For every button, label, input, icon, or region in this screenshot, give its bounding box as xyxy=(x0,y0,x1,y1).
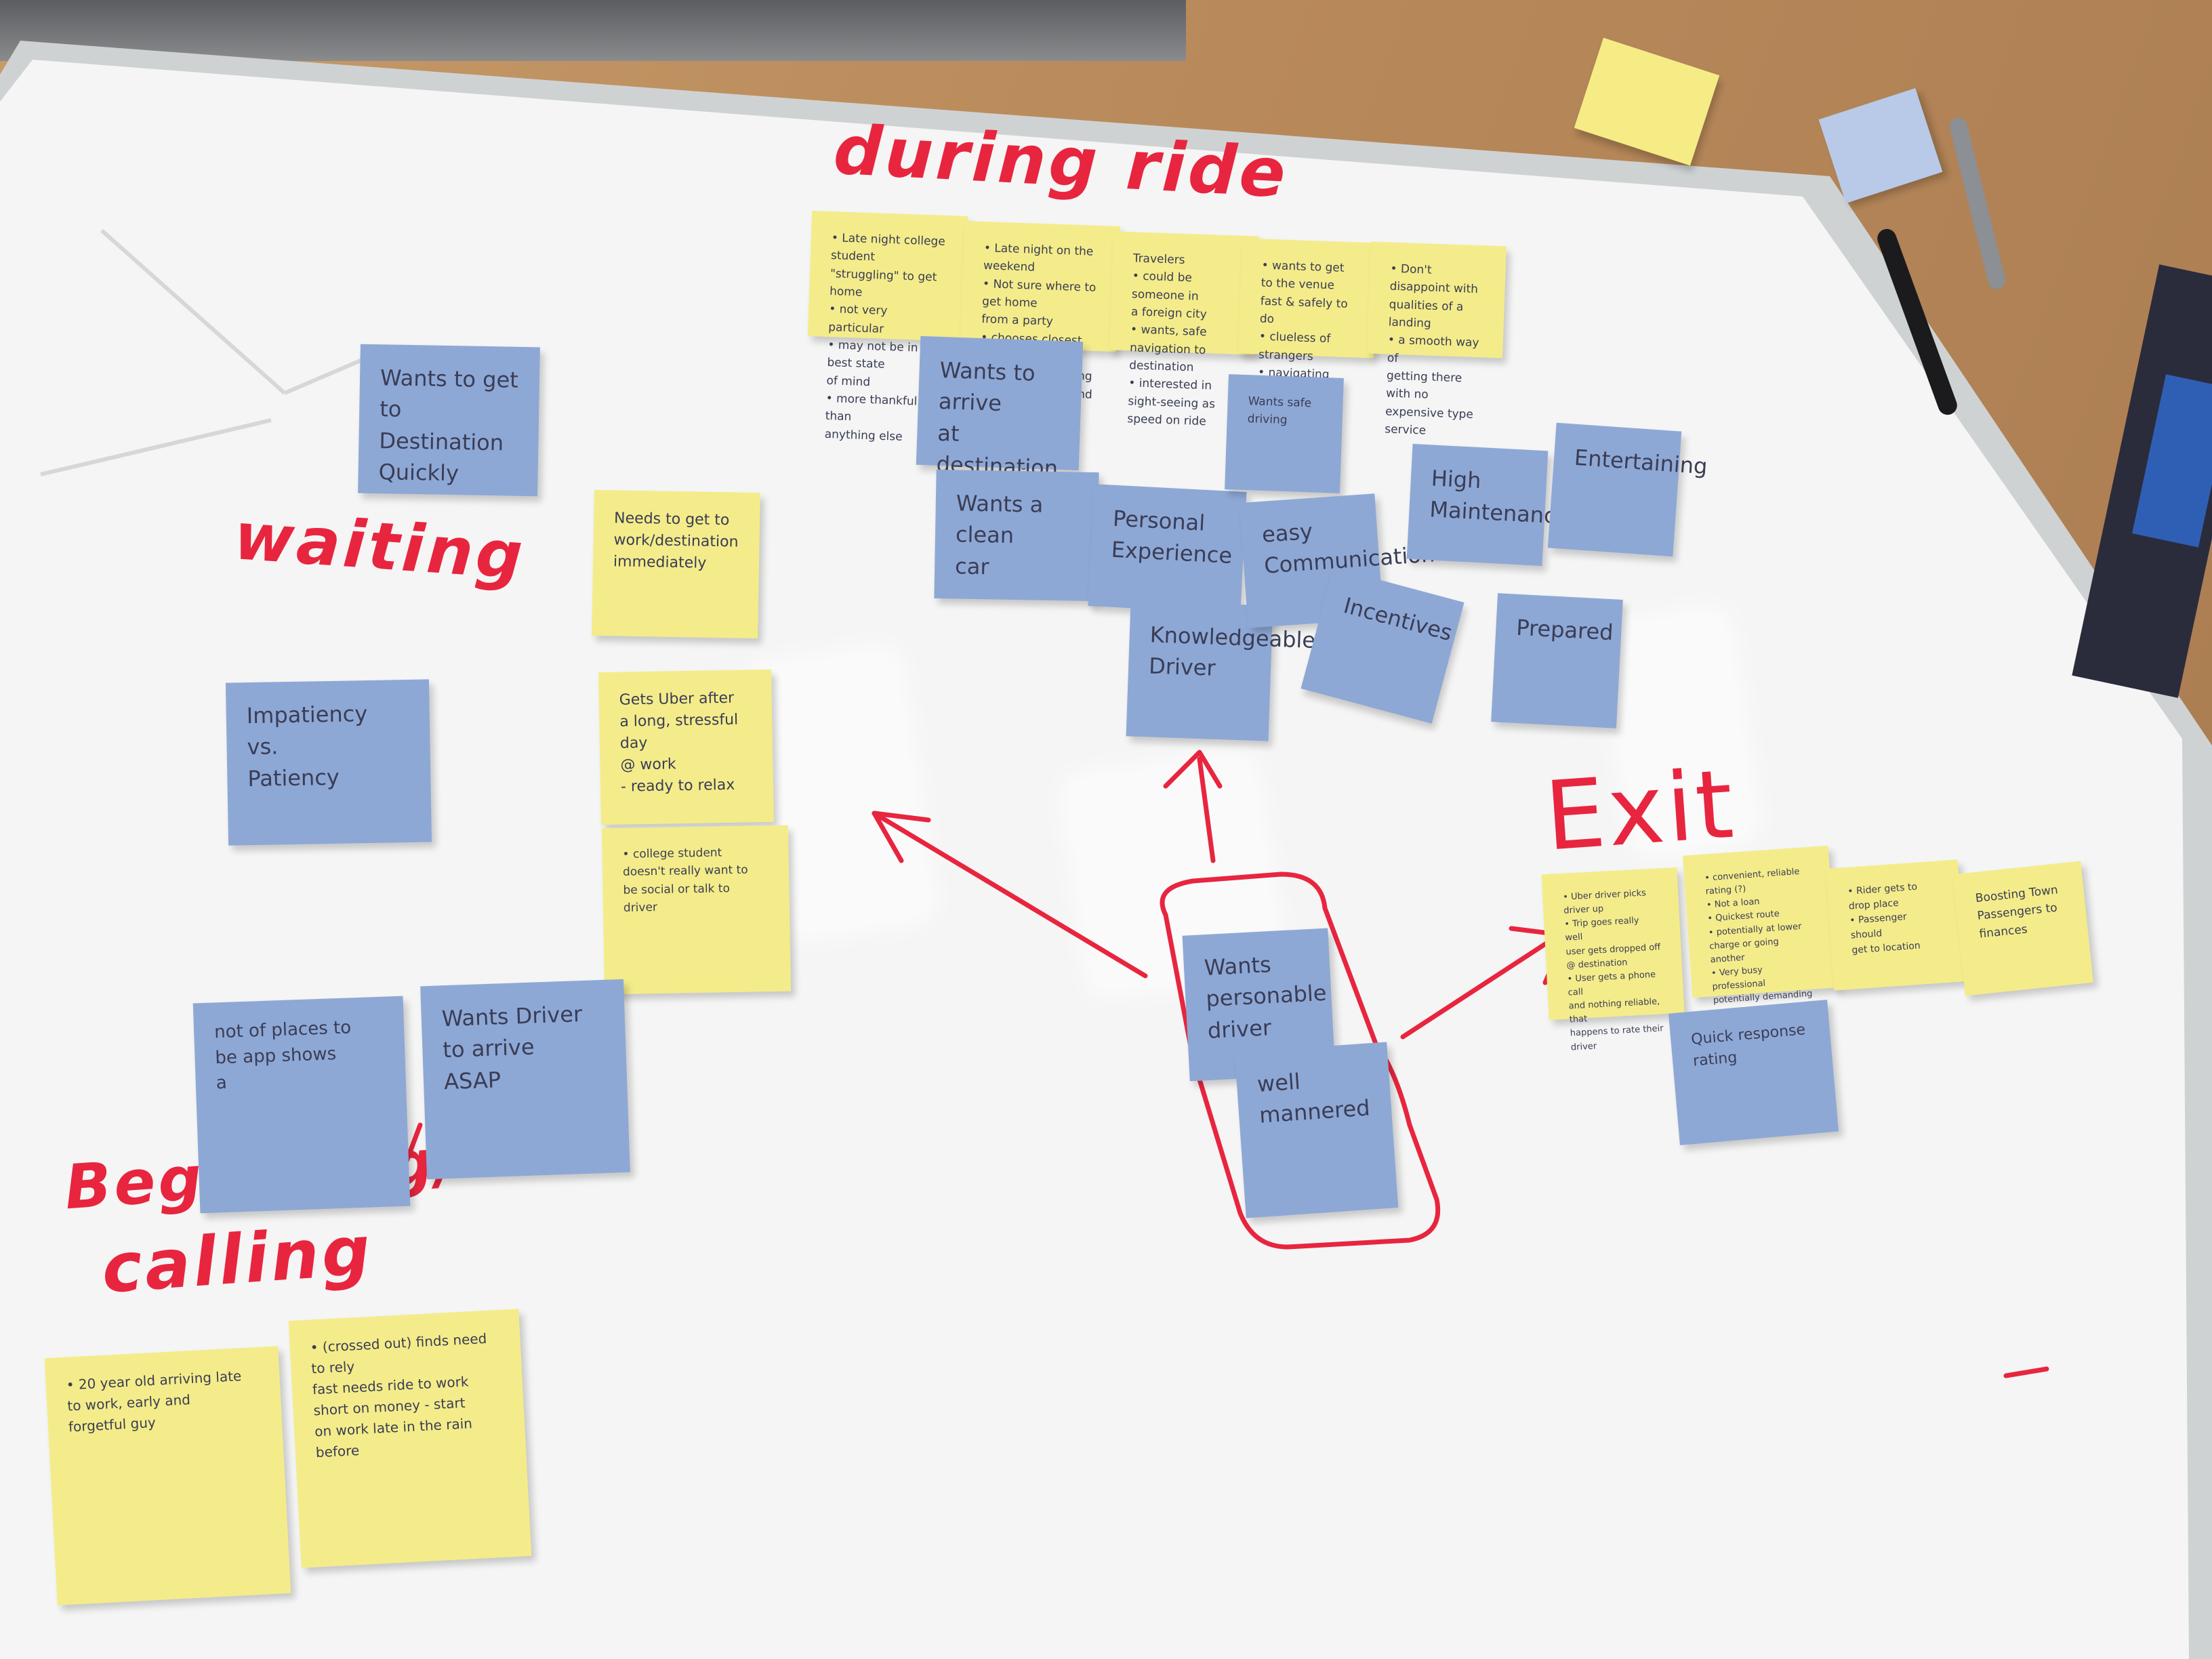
note-text: Gets Uber after a long, stressful day @ … xyxy=(619,689,739,796)
sticky-note: Boosting Town Passengers to finances xyxy=(1952,861,2093,996)
sticky-note: Wants to get to Destination Quickly xyxy=(358,344,540,497)
note-text: • 20 year old arriving late to work, ear… xyxy=(66,1368,242,1435)
note-text: High Maintenance xyxy=(1429,465,1570,530)
background-chair-area xyxy=(0,0,1186,61)
note-text: Quick response rating xyxy=(1690,1021,1807,1070)
sticky-note: • Rider gets to drop place • Passenger s… xyxy=(1825,859,1967,991)
sticky-note: • 20 year old arriving late to work, ear… xyxy=(44,1346,291,1605)
sticky-note: Wants safe driving xyxy=(1225,374,1344,493)
sticky-note: well mannered xyxy=(1234,1042,1399,1218)
note-text: Boosting Town Passengers to finances xyxy=(1974,883,2059,941)
note-text: Prepared xyxy=(1515,614,1614,646)
sticky-note: • Uber driver picks driver up • Trip goe… xyxy=(1541,867,1685,1052)
sticky-note: Personal Experience xyxy=(1088,484,1247,614)
note-text: Travelers • could be someone in a foreig… xyxy=(1127,251,1216,429)
sticky-note: • college student doesn't really want to… xyxy=(601,825,792,995)
note-text: Personal Experience xyxy=(1110,505,1233,569)
note-text: Wants safe driving xyxy=(1247,394,1312,428)
sticky-note: • Don't disappoint with qualities of a l… xyxy=(1367,241,1507,438)
sticky-note: • wants to get to the venue fast & safel… xyxy=(1238,238,1378,399)
sticky-note: Needs to get to work/destination immedia… xyxy=(592,489,760,639)
note-text: • Uber driver picks driver up • Trip goe… xyxy=(1562,888,1664,1052)
note-text: Wants Driver to arrive ASAP xyxy=(441,1001,583,1094)
sticky-note: Quick response rating xyxy=(1668,1000,1839,1145)
sticky-note: Travelers • could be someone in a foreig… xyxy=(1109,231,1259,428)
note-text: Impatiency vs. Patiency xyxy=(246,700,368,792)
note-text: • college student doesn't really want to… xyxy=(622,846,748,915)
note-text: • Rider gets to drop place • Passenger s… xyxy=(1847,881,1921,956)
sticky-note: • Late night college student "struggling… xyxy=(807,211,968,444)
sticky-note: • convenient, reliable rating (?) • Not … xyxy=(1682,845,1839,1006)
note-text: Incentives xyxy=(1340,592,1455,647)
sticky-note: Wants a clean car xyxy=(934,469,1099,602)
note-text: not of places to be app shows a xyxy=(213,1017,352,1094)
note-text: • (crossed out) finds need to rely fast … xyxy=(310,1330,487,1461)
sticky-note: • Late night on the weekend • Not sure w… xyxy=(960,221,1121,506)
sticky-note: Wants to arrive at destination safely xyxy=(916,335,1084,511)
sticky-note: Wants Driver to arrive ASAP xyxy=(420,979,630,1180)
sticky-note: High Maintenance xyxy=(1406,443,1570,567)
note-text: Knowledgeable Driver xyxy=(1148,621,1316,682)
note-text: well mannered xyxy=(1256,1068,1371,1129)
note-text: • convenient, reliable rating (?) • Not … xyxy=(1704,866,1813,1006)
sticky-note: Entertaining xyxy=(1547,422,1708,557)
note-text: Needs to get to work/destination immedia… xyxy=(613,510,739,572)
note-text: Entertaining xyxy=(1573,444,1708,480)
note-text: Wants a clean car xyxy=(954,490,1044,580)
sticky-note: Gets Uber after a long, stressful day @ … xyxy=(598,669,774,825)
note-text: Wants personable driver xyxy=(1204,951,1328,1044)
note-text: Wants to get to Destination Quickly xyxy=(378,365,519,487)
sticky-note: • (crossed out) finds need to rely fast … xyxy=(288,1309,532,1568)
sticky-note: Prepared xyxy=(1491,593,1623,729)
sticky-note: Impatiency vs. Patiency xyxy=(225,679,432,846)
note-text: • Don't disappoint with qualities of a l… xyxy=(1384,262,1479,438)
sticky-note: not of places to be app shows a xyxy=(192,996,411,1214)
